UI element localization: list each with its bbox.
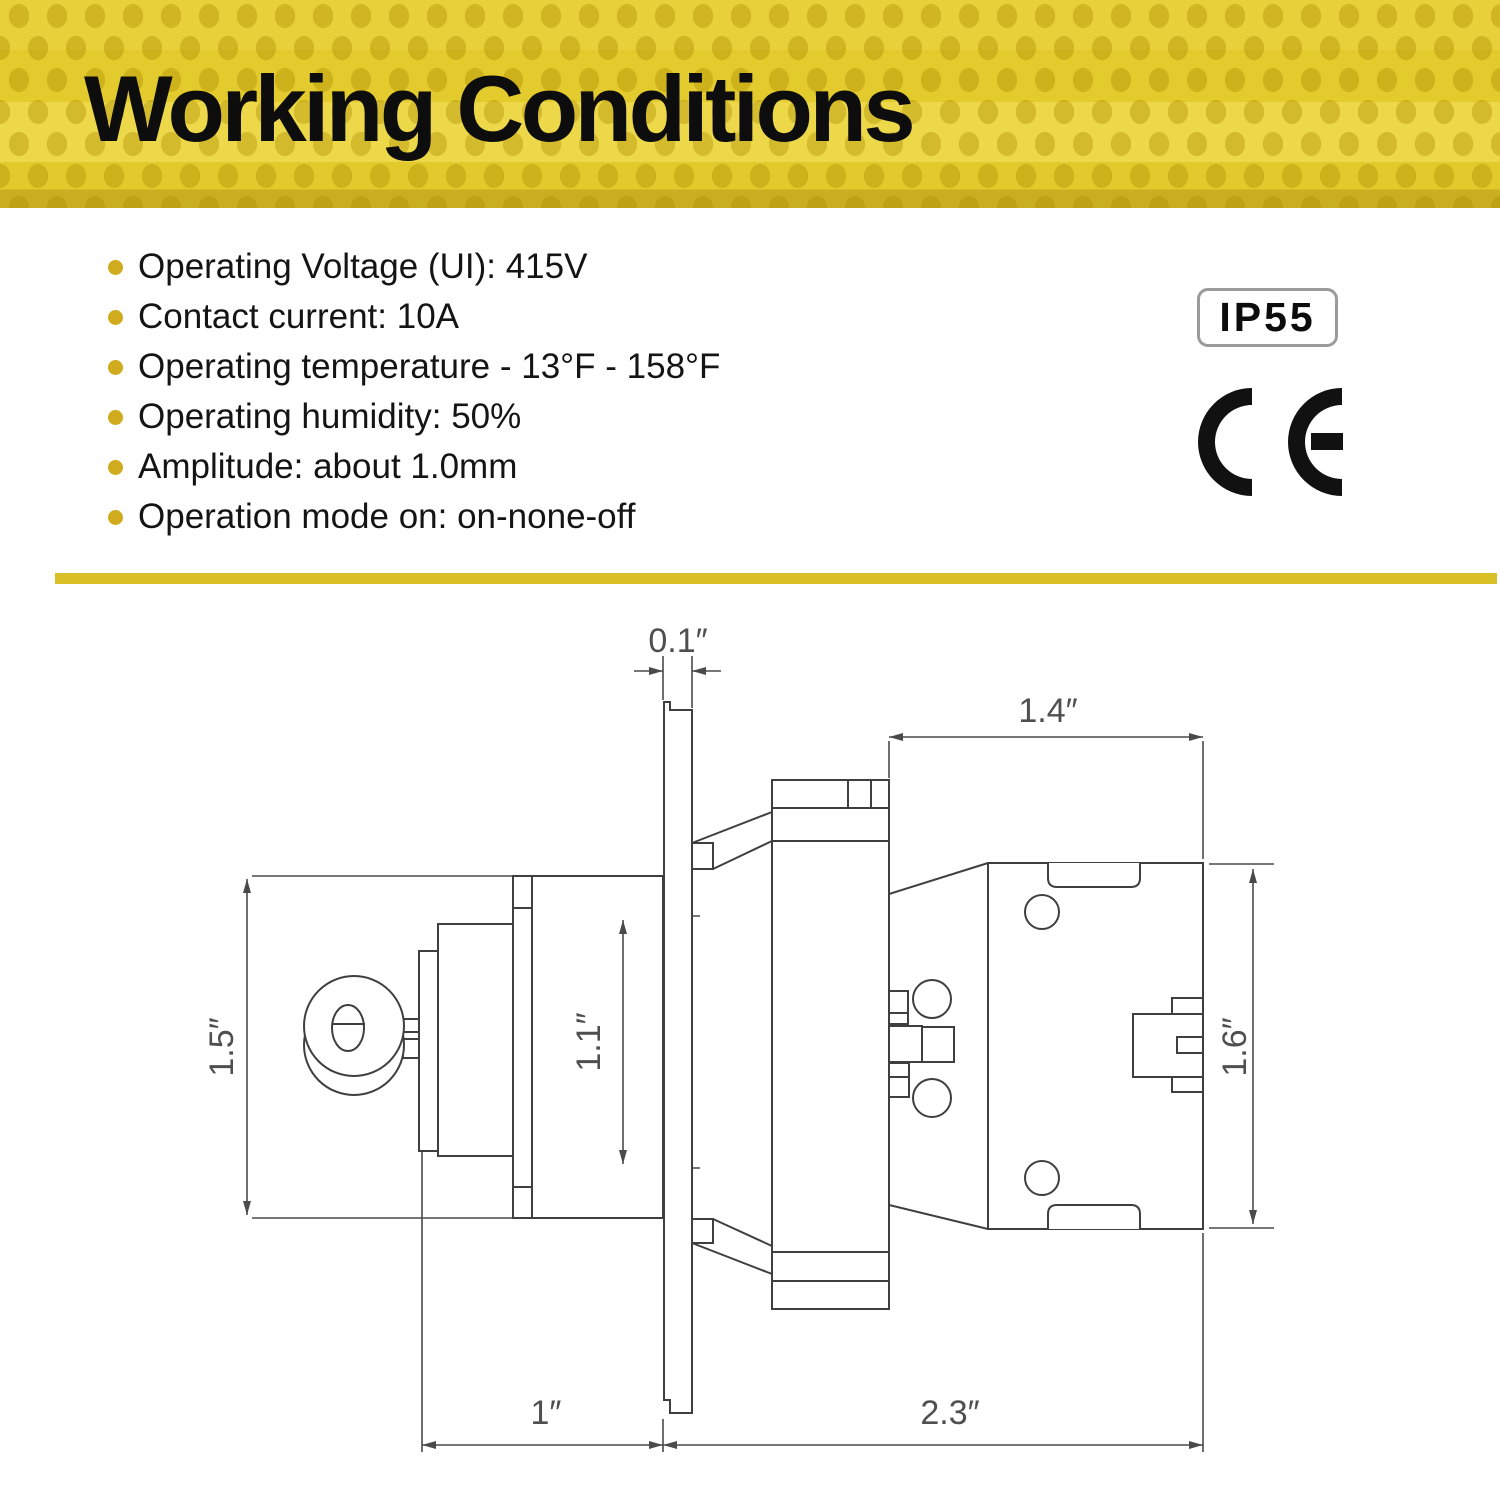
spec-item-label: Operation mode on: on-none-off — [138, 497, 636, 536]
bottom-slot-notch — [1047, 1204, 1141, 1229]
spec-item-label: Contact current: 10A — [138, 297, 459, 336]
lock-cylinder-face — [418, 950, 439, 1152]
terminal-cluster — [888, 979, 955, 1118]
spec-item-operation-mode: Operation mode on: on-none-off — [108, 492, 720, 542]
header-banner: Working Conditions — [0, 0, 1500, 208]
terminal-connector — [1132, 997, 1204, 1093]
dim-label-rear-body-length: 1.4″ — [1018, 692, 1077, 730]
dim-label-mounting-hole: 1.1″ — [570, 1012, 608, 1071]
spec-item-amplitude: Amplitude: about 1.0mm — [108, 442, 720, 492]
key-shaft-step — [402, 1018, 420, 1033]
bullet-dot-icon — [108, 310, 123, 325]
mounting-panel-plate — [663, 701, 693, 1414]
spec-item-voltage: Operating Voltage (UI): 415V — [108, 242, 720, 292]
key-shaft-step — [402, 1038, 420, 1059]
bullet-dot-icon — [108, 460, 123, 475]
screw-hole — [1024, 894, 1060, 930]
spec-item-label: Operating humidity: 50% — [138, 397, 522, 436]
bullet-dot-icon — [108, 360, 123, 375]
bullet-dot-icon — [108, 260, 123, 275]
keyhole-icon — [331, 1004, 365, 1052]
front-bezel-ring — [512, 875, 533, 1219]
top-slot-notch — [1047, 863, 1141, 888]
spec-item-label: Amplitude: about 1.0mm — [138, 447, 518, 486]
dim-label-rear-depth: 2.3″ — [920, 1394, 979, 1432]
section-divider — [55, 573, 1497, 584]
spec-item-temperature: Operating temperature - 13°F - 158°F — [108, 342, 720, 392]
contact-block — [888, 862, 1204, 1230]
mounting-ring — [691, 811, 773, 1275]
ce-mark-icon — [1198, 388, 1343, 496]
page-title: Working Conditions — [84, 56, 916, 161]
dim-label-front-depth: 1″ — [531, 1394, 562, 1432]
bullet-dot-icon — [108, 510, 123, 525]
ip-rating-badge: IP55 — [1197, 288, 1338, 347]
key-head — [303, 975, 405, 1096]
specs-section: Operating Voltage (UI): 415V Contact cur… — [108, 242, 720, 542]
lock-cylinder-outer — [437, 923, 514, 1157]
dimension-annotations: 0.1″ 1.4″ 1.5″ 1.1″ 1.6″ 1″ 2.3″ — [203, 622, 1257, 1449]
dim-label-head-height: 1.5″ — [203, 1017, 241, 1076]
spec-item-humidity: Operating humidity: 50% — [108, 392, 720, 442]
dim-label-panel-thickness: 0.1″ — [648, 622, 707, 660]
spec-item-label: Operating temperature - 13°F - 158°F — [138, 347, 721, 386]
switch-head-assembly — [303, 875, 664, 1219]
screw-hole — [1024, 1160, 1060, 1196]
spec-item-label: Operating Voltage (UI): 415V — [138, 247, 588, 286]
extension-lines — [252, 656, 1274, 1452]
actuator-housing — [771, 779, 890, 1310]
spec-list: Operating Voltage (UI): 415V Contact cur… — [108, 242, 720, 542]
bullet-dot-icon — [108, 410, 123, 425]
dim-label-contact-block-height: 1.6″ — [1216, 1017, 1254, 1076]
spec-item-current: Contact current: 10A — [108, 292, 720, 342]
